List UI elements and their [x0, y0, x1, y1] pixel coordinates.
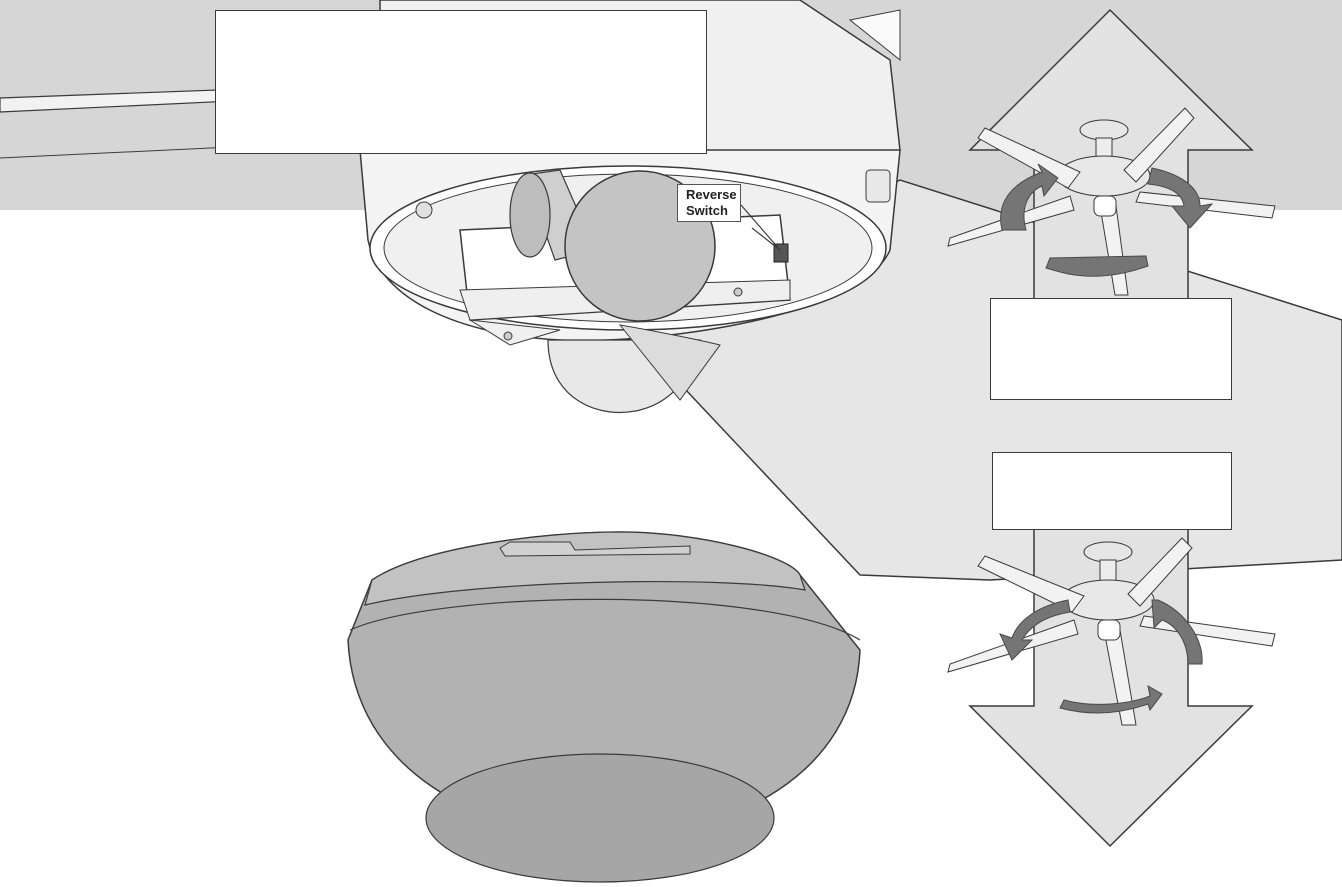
airflow-down-arrow-icon: [968, 527, 1254, 848]
instruction-box-summer: [990, 298, 1232, 400]
instruction-box-winter: [992, 452, 1232, 530]
light-globe: [347, 531, 861, 883]
rotation-arrow-icon: [1000, 163, 1214, 277]
blade-bracket: [848, 9, 901, 62]
callout-line-1: Reverse: [686, 187, 737, 202]
callout-line-2: Switch: [686, 203, 728, 218]
reverse-switch-callout: Reverse Switch: [677, 184, 741, 222]
rotation-arrow-icon: [999, 599, 1203, 714]
light-bulb: [509, 169, 721, 414]
callout-leader-line: [740, 204, 781, 251]
instruction-box-top: [215, 10, 707, 154]
